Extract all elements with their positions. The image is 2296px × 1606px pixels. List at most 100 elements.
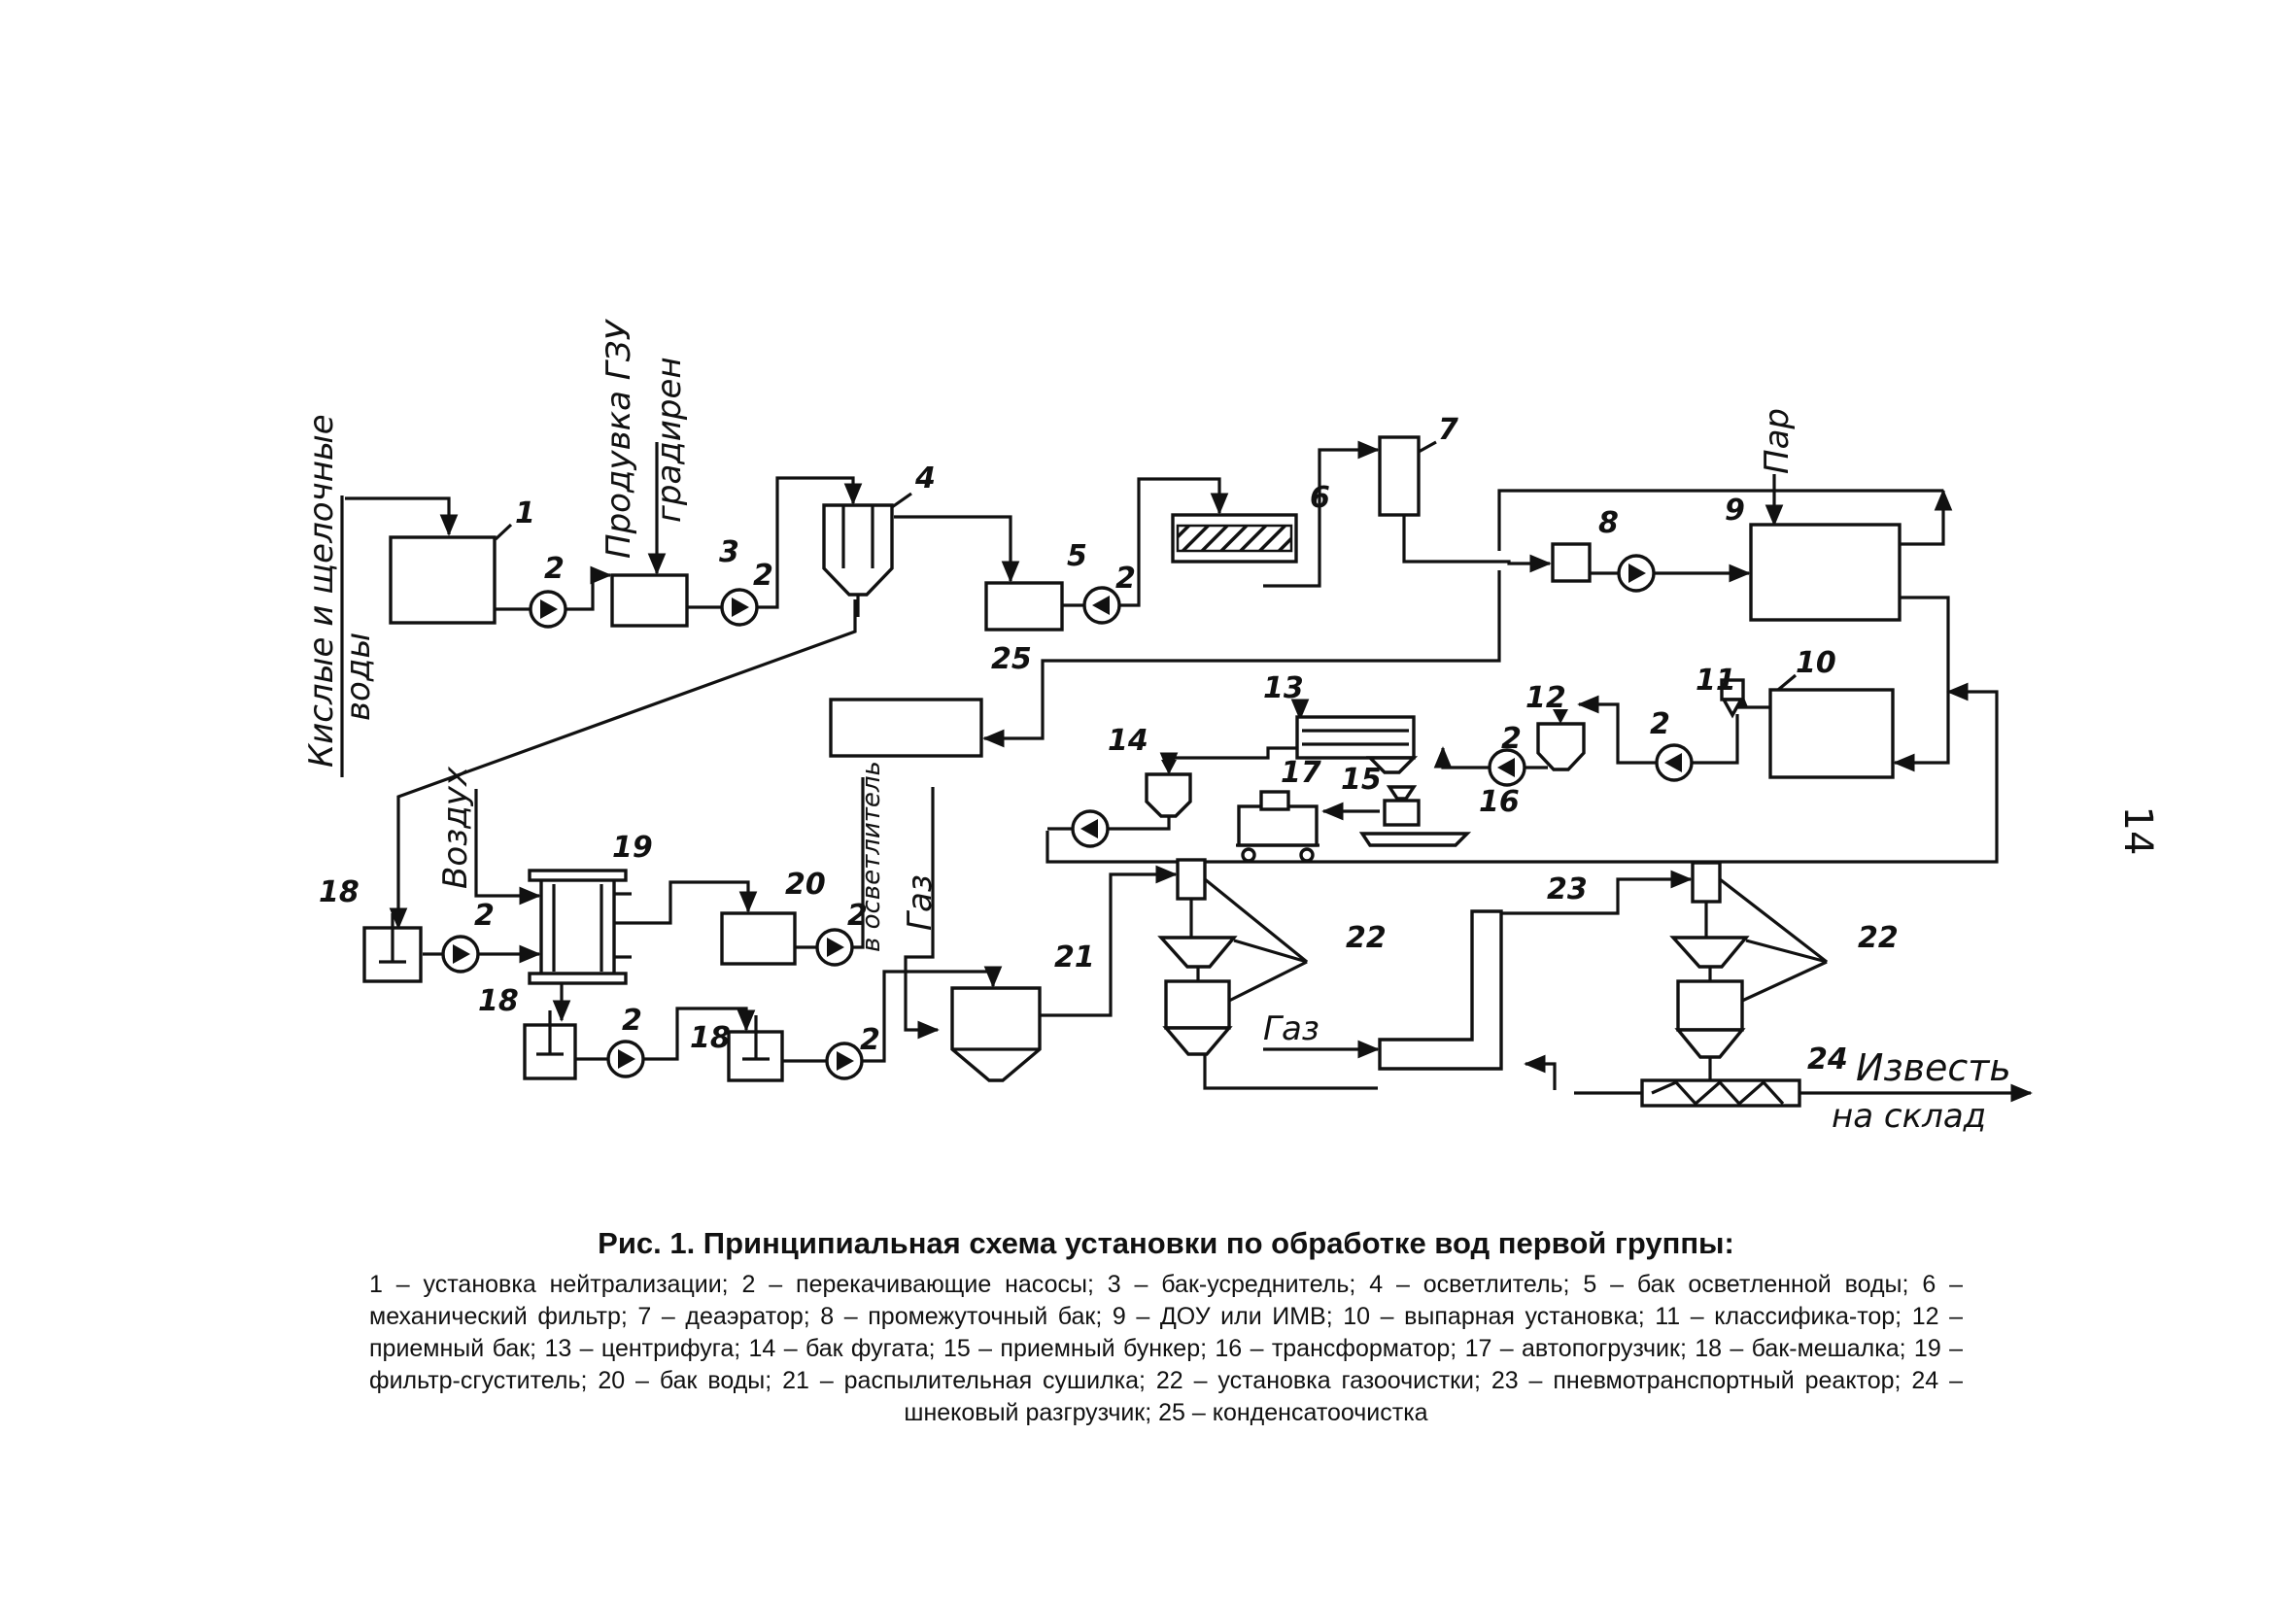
- unit-18c-mixer-tank: [727, 1015, 784, 1082]
- num-11: 11: [1696, 664, 1736, 698]
- num-2b: 2: [753, 559, 773, 593]
- pump-2e: [1655, 743, 1694, 782]
- num-3: 3: [719, 535, 739, 569]
- unit-1-neutralization: [389, 535, 497, 625]
- caption-title: Рис. 1. Принципиальная схема установки п…: [598, 1226, 1734, 1260]
- gas-label-bottom: Газ: [1263, 1009, 1319, 1048]
- pump-2d: [1617, 554, 1656, 593]
- steam-label: Пар: [1758, 408, 1797, 474]
- unit-19-thickener-filter: [528, 869, 632, 985]
- inlet-waters-line: [345, 496, 459, 536]
- page-number: 14: [2115, 805, 2160, 856]
- num-17: 17: [1281, 756, 1321, 790]
- line-pump-to-6: [1120, 477, 1229, 607]
- unit-14-filtrate-tank: [1145, 772, 1192, 818]
- num-7: 7: [1438, 413, 1458, 447]
- line-pump-to-21: [863, 966, 1003, 1063]
- unit-6-mechanical-filter: [1171, 513, 1298, 564]
- line-13-to-14: [1159, 746, 1297, 774]
- line-pump-to-12: [1577, 695, 1656, 765]
- line-9-recycle-top: [1497, 489, 1943, 551]
- unit-5-clarified-water-tank: [984, 581, 1064, 632]
- unit-10-evaporator: [1768, 688, 1895, 779]
- line-23-return: [1524, 1054, 1557, 1090]
- line-pump-to-18c: [644, 1007, 756, 1061]
- figure-caption: Рис. 1. Принципиальная схема установки п…: [369, 1226, 1963, 1429]
- purge-label-1: Продувка ГЗУ: [600, 318, 638, 559]
- pump-2f: [1488, 748, 1526, 787]
- unit-21-spray-dryer: [950, 986, 1042, 1082]
- caption-legend: 1 – установка нейтрализации; 2 – перекач…: [369, 1271, 1963, 1426]
- inlet-waters-label-1: Кислые и щелочные: [302, 414, 341, 768]
- pump-2b: [720, 588, 759, 627]
- unit-9-dou-imv: [1749, 523, 1902, 622]
- num-2g: 2: [847, 899, 868, 933]
- unit-22a-gas-cleaning: [1157, 858, 1309, 1056]
- unit-24-screw-unloader: [1640, 1078, 1801, 1108]
- line-22a-bottom: [1203, 1054, 1378, 1090]
- num-15: 15: [1341, 763, 1382, 797]
- gas-line-top: [904, 787, 940, 1040]
- num-23: 23: [1547, 872, 1588, 906]
- line-6-to-7: [1263, 440, 1380, 588]
- num-22a: 22: [1346, 921, 1387, 955]
- line-to-25: [982, 729, 1045, 748]
- unit-23-pneumatic-reactor: [1378, 909, 1503, 1071]
- unit-7-deaerator: [1378, 435, 1421, 517]
- pump-2a: [529, 590, 567, 629]
- num-18a: 18: [319, 875, 360, 909]
- num-21: 21: [1054, 940, 1095, 974]
- pump-2k: [825, 1042, 864, 1080]
- line-pump-to-clarifier: [853, 777, 865, 949]
- line-21-to-22a: [1040, 865, 1178, 1017]
- pump-2i: [815, 928, 854, 967]
- num-2e: 2: [1501, 722, 1522, 756]
- pump-2g: [1071, 809, 1110, 848]
- num-5: 5: [1067, 539, 1087, 573]
- num-18b: 18: [478, 984, 519, 1018]
- pipelines: [345, 440, 2033, 1103]
- lime-label-1: Известь: [1856, 1046, 2011, 1089]
- air-line: [474, 789, 541, 906]
- num-20: 20: [785, 868, 826, 902]
- num-2h: 2: [622, 1004, 642, 1038]
- unit-18b-mixer-tank: [523, 1010, 577, 1080]
- line-7-to-8: [1402, 516, 1552, 573]
- unit-11-classifier: [1720, 678, 1745, 719]
- line-4-sludge-to-18: [389, 599, 857, 930]
- line-pump-to-13: [1433, 746, 1489, 769]
- line-9-top-return: [1900, 489, 1953, 546]
- line-14-to-pump: [1108, 816, 1171, 831]
- line-pump-to-3: [566, 565, 612, 611]
- gas-label-top: Газ: [901, 874, 940, 931]
- line-11-to-pump: [1693, 714, 1739, 765]
- num-18c: 18: [690, 1021, 731, 1055]
- unit-25-condensate-purification: [829, 698, 983, 758]
- num-9: 9: [1725, 494, 1745, 528]
- unit-12-receiving-tank: [1536, 722, 1586, 771]
- num-8: 8: [1598, 506, 1619, 540]
- unit-20-water-tank: [720, 911, 797, 966]
- unit-15-receiving-bunker: [1383, 785, 1421, 827]
- num-10: 10: [1796, 646, 1836, 680]
- inlet-waters-label-2: воды: [339, 632, 378, 721]
- stream-labels: Кислые и щелочные воды Продувка ГЗУ град…: [302, 318, 2011, 1136]
- num-1: 1: [515, 496, 535, 530]
- lime-label-2: на склад: [1832, 1097, 1986, 1136]
- purge-label-2: градирен: [650, 357, 689, 523]
- pump-2j: [606, 1040, 645, 1078]
- to-clarifier-label: в осветлитель: [857, 761, 886, 952]
- num-16: 16: [1479, 785, 1520, 819]
- unit-16-transformer: [1358, 832, 1472, 847]
- line-19-to-20: [614, 880, 758, 925]
- line-23-to-22b: [1501, 870, 1693, 915]
- line-9-to-10: [1893, 596, 1950, 772]
- num-2c: 2: [1115, 562, 1136, 596]
- num-6: 6: [1310, 481, 1330, 515]
- num-24: 24: [1807, 1042, 1848, 1076]
- num-22b: 22: [1858, 921, 1899, 955]
- num-2f: 2: [474, 899, 495, 933]
- equipment-numbers: 1 2 3 2 4 5 2 6 7 8 9 10 11 2 12 2 13 14…: [319, 413, 1899, 1076]
- pump-2h: [441, 935, 480, 974]
